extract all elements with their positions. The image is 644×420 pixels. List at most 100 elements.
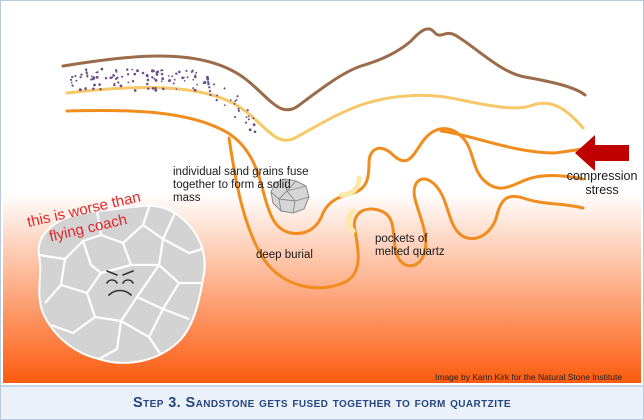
sand-grain-dot	[146, 82, 149, 86]
lower-rock-layer-tail	[439, 129, 585, 155]
sand-grain-dot	[234, 100, 237, 102]
sand-grain-dot	[186, 76, 189, 79]
label-deep-burial: deep burial	[256, 249, 313, 261]
sand-grain-dot	[75, 79, 78, 82]
sand-grain-dot	[178, 70, 181, 74]
sand-grain-dot	[71, 84, 74, 87]
sand-grain-dot	[236, 95, 239, 98]
sand-grain-dot	[98, 83, 101, 86]
sand-grain-dot	[175, 72, 178, 75]
sand-grain-dot	[196, 83, 198, 86]
sand-grain-dot	[116, 76, 119, 79]
sand-grain-dot	[252, 117, 255, 120]
sand-grain-dot	[194, 74, 197, 77]
sand-grain-dot	[70, 81, 73, 84]
sand-grain-dot	[113, 82, 116, 85]
sand-grain-dot	[93, 83, 96, 87]
sand-grain-dot	[146, 78, 150, 82]
sand-grain-dot	[216, 94, 219, 97]
sand-grain-dot	[151, 87, 155, 90]
sand-grain-dot	[229, 99, 232, 101]
sand-grain-dot	[104, 77, 108, 80]
sand-grain-dot	[185, 69, 188, 72]
caption-title: Step 3. Sandstone gets fused together to…	[133, 395, 511, 411]
sand-grain-dot	[215, 98, 218, 102]
sand-grain-dot	[155, 71, 158, 74]
sand-grain-dot	[190, 71, 193, 73]
sand-grain-dot	[92, 87, 95, 91]
sand-grain-dot	[206, 77, 210, 81]
sand-grain-dots	[69, 67, 257, 134]
sand-grain-dot	[223, 87, 226, 90]
sand-grain-dot	[113, 84, 116, 87]
sand-grain-dot	[74, 75, 77, 78]
sand-grain-dot	[133, 89, 137, 92]
sand-grain-dot	[160, 72, 164, 76]
sand-grain-dot	[192, 87, 195, 90]
sand-grain-dot	[78, 88, 82, 92]
sand-grain-dot	[150, 69, 154, 73]
sand-grain-dot	[171, 75, 174, 78]
sand-grain-dot	[125, 68, 129, 71]
sand-grain-dot	[85, 69, 88, 72]
sand-grain-dot	[172, 82, 175, 85]
sand-grain-dot	[155, 73, 159, 76]
diagram-scene: individual sand grains fuse together to …	[3, 3, 641, 383]
sand-grain-dot	[167, 75, 170, 77]
lower-rock-layer-base	[227, 136, 585, 290]
sand-grain-dot	[154, 88, 158, 92]
sand-grain-dot	[203, 81, 207, 84]
sand-grain-dot	[145, 74, 149, 78]
sand-grain-dot	[100, 67, 104, 71]
sand-grain-dot	[234, 116, 237, 119]
sand-grain-dot	[99, 87, 102, 91]
sand-grain-dot	[136, 69, 139, 73]
sand-grain-dot	[80, 73, 83, 76]
sand-grain-dot	[162, 87, 165, 91]
sand-grain-dot	[154, 86, 157, 90]
sand-grain-dot	[212, 83, 216, 86]
sand-grain-dot	[133, 72, 137, 76]
sand-grain-dot	[183, 76, 185, 79]
sand-grain-dot	[117, 81, 120, 84]
sand-grain-dot	[173, 78, 176, 81]
sand-grain-dot	[208, 86, 211, 89]
sand-grain-dot	[192, 78, 195, 81]
sand-grain-dot	[223, 104, 226, 107]
sand-grain-dot	[112, 74, 115, 77]
sand-grain-dot	[69, 78, 73, 81]
sand-grain-dot	[246, 109, 249, 112]
sand-grain-dot	[208, 89, 212, 93]
sand-grain-dot	[119, 84, 123, 88]
sand-grain-dot	[111, 76, 114, 79]
sand-grain-dot	[193, 75, 197, 79]
sand-grain-dot	[141, 71, 145, 75]
sand-grain-dot	[233, 102, 236, 105]
sand-grain-dot	[154, 78, 158, 82]
sand-grain-dot	[127, 81, 130, 84]
sand-grain-dot	[253, 130, 257, 134]
sand-grain-dot	[90, 75, 93, 78]
sand-grain-dot	[131, 80, 135, 83]
sand-grain-dot	[168, 79, 171, 83]
sand-grain-dot	[151, 76, 154, 79]
grumpy-rock-icon	[37, 200, 206, 364]
caption-bar: Step 3. Sandstone gets fused together to…	[1, 385, 643, 419]
sand-grain-dot	[209, 93, 212, 97]
sand-grain-dot	[195, 71, 198, 74]
label-melted-quartz: pockets of melted quartz	[375, 233, 445, 258]
sand-grain-dot	[248, 128, 252, 132]
sand-grain-dot	[247, 118, 250, 121]
sand-grain-dot	[161, 77, 165, 81]
sand-grain-dot	[175, 88, 178, 90]
sand-grain-dot	[71, 75, 74, 79]
sand-grain-dot	[160, 80, 163, 83]
sand-grain-dot	[79, 75, 82, 79]
sand-grain-dot	[147, 87, 150, 90]
sand-grain-dot	[131, 68, 134, 71]
sand-grain-dot	[253, 124, 256, 127]
sand-grain-dot	[86, 75, 89, 78]
sand-grain-dot	[109, 76, 113, 79]
fused-grain-cluster-icon	[270, 178, 310, 214]
